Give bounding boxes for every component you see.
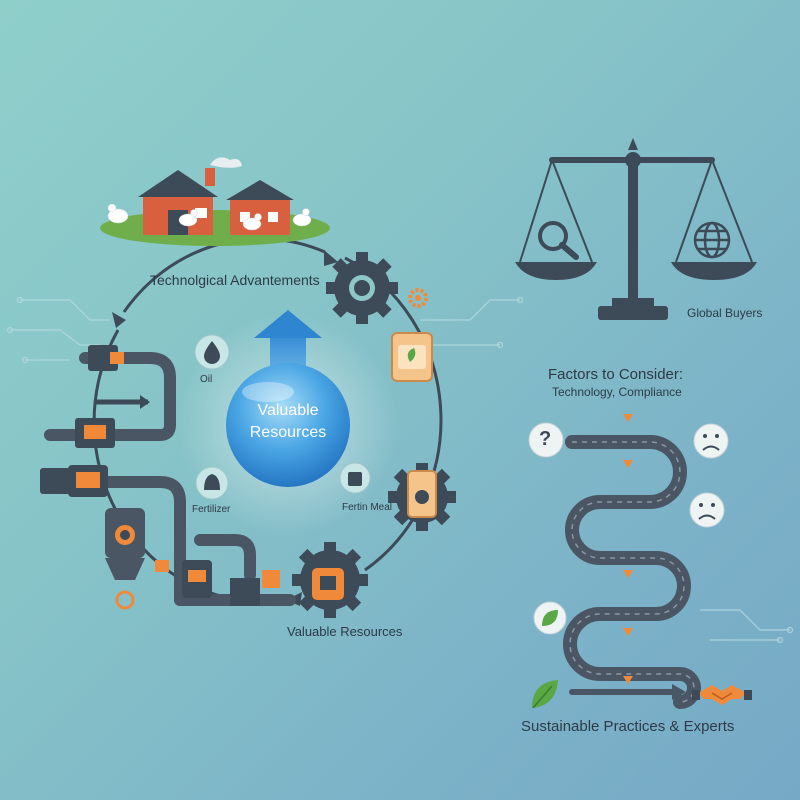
factors-title: Factors to Consider: — [548, 366, 684, 383]
center-label-line2: Resources — [249, 424, 327, 441]
pipe-arrow-icon — [140, 395, 150, 409]
balance-scale-icon — [515, 138, 757, 320]
bottom-gear-icon — [292, 542, 368, 618]
sad-face-icon — [689, 492, 725, 528]
handshake-icon — [692, 685, 752, 705]
processing-machinery — [40, 345, 296, 610]
fertilizer-icon — [195, 466, 229, 500]
path-marker-icon — [623, 414, 633, 684]
fertin-meal-icon — [339, 462, 371, 494]
small-gear-icon — [408, 288, 428, 308]
winding-path — [563, 414, 701, 709]
cycle-arrow-icon — [112, 312, 126, 328]
magnifier-icon — [538, 221, 579, 260]
chicken-icon — [107, 203, 312, 231]
global-buyers-label: Global Buyers — [687, 306, 763, 320]
cycle-arrow-icon — [324, 250, 338, 266]
fertilizer-label: Fertilizer — [192, 504, 231, 515]
question-icon — [528, 422, 564, 458]
farm-illustration — [100, 157, 330, 246]
center-label-line1: Valuable — [257, 402, 319, 419]
valuable-resources-sphere — [178, 310, 398, 535]
oil-label: Oil — [200, 374, 213, 385]
valuable-resources-label: Valuable Resources — [287, 624, 403, 639]
sustainable-practices-label: Sustainable Practices & Experts — [521, 718, 735, 735]
center-resources-label: Valuable Resources — [226, 400, 350, 444]
tech-advantages-label: Technolgical Advantements — [150, 272, 320, 288]
fertin-meal-label: Fertin Meal — [342, 502, 393, 513]
leaf-icon — [532, 680, 558, 709]
path-arrow-icon — [672, 684, 686, 700]
globe-icon — [693, 221, 731, 259]
top-gear-icon — [326, 252, 398, 324]
oil-drop-icon — [194, 334, 230, 370]
leaf-badge-icon — [533, 601, 567, 635]
circuit-lines — [6, 296, 794, 644]
factors-subtitle: Technology, Compliance — [552, 385, 682, 399]
fertilizer-sack-icon — [391, 332, 433, 382]
question-mark-glyph: ? — [539, 428, 552, 450]
sad-face-icon — [693, 423, 729, 459]
meal-gear-icon — [388, 463, 456, 531]
